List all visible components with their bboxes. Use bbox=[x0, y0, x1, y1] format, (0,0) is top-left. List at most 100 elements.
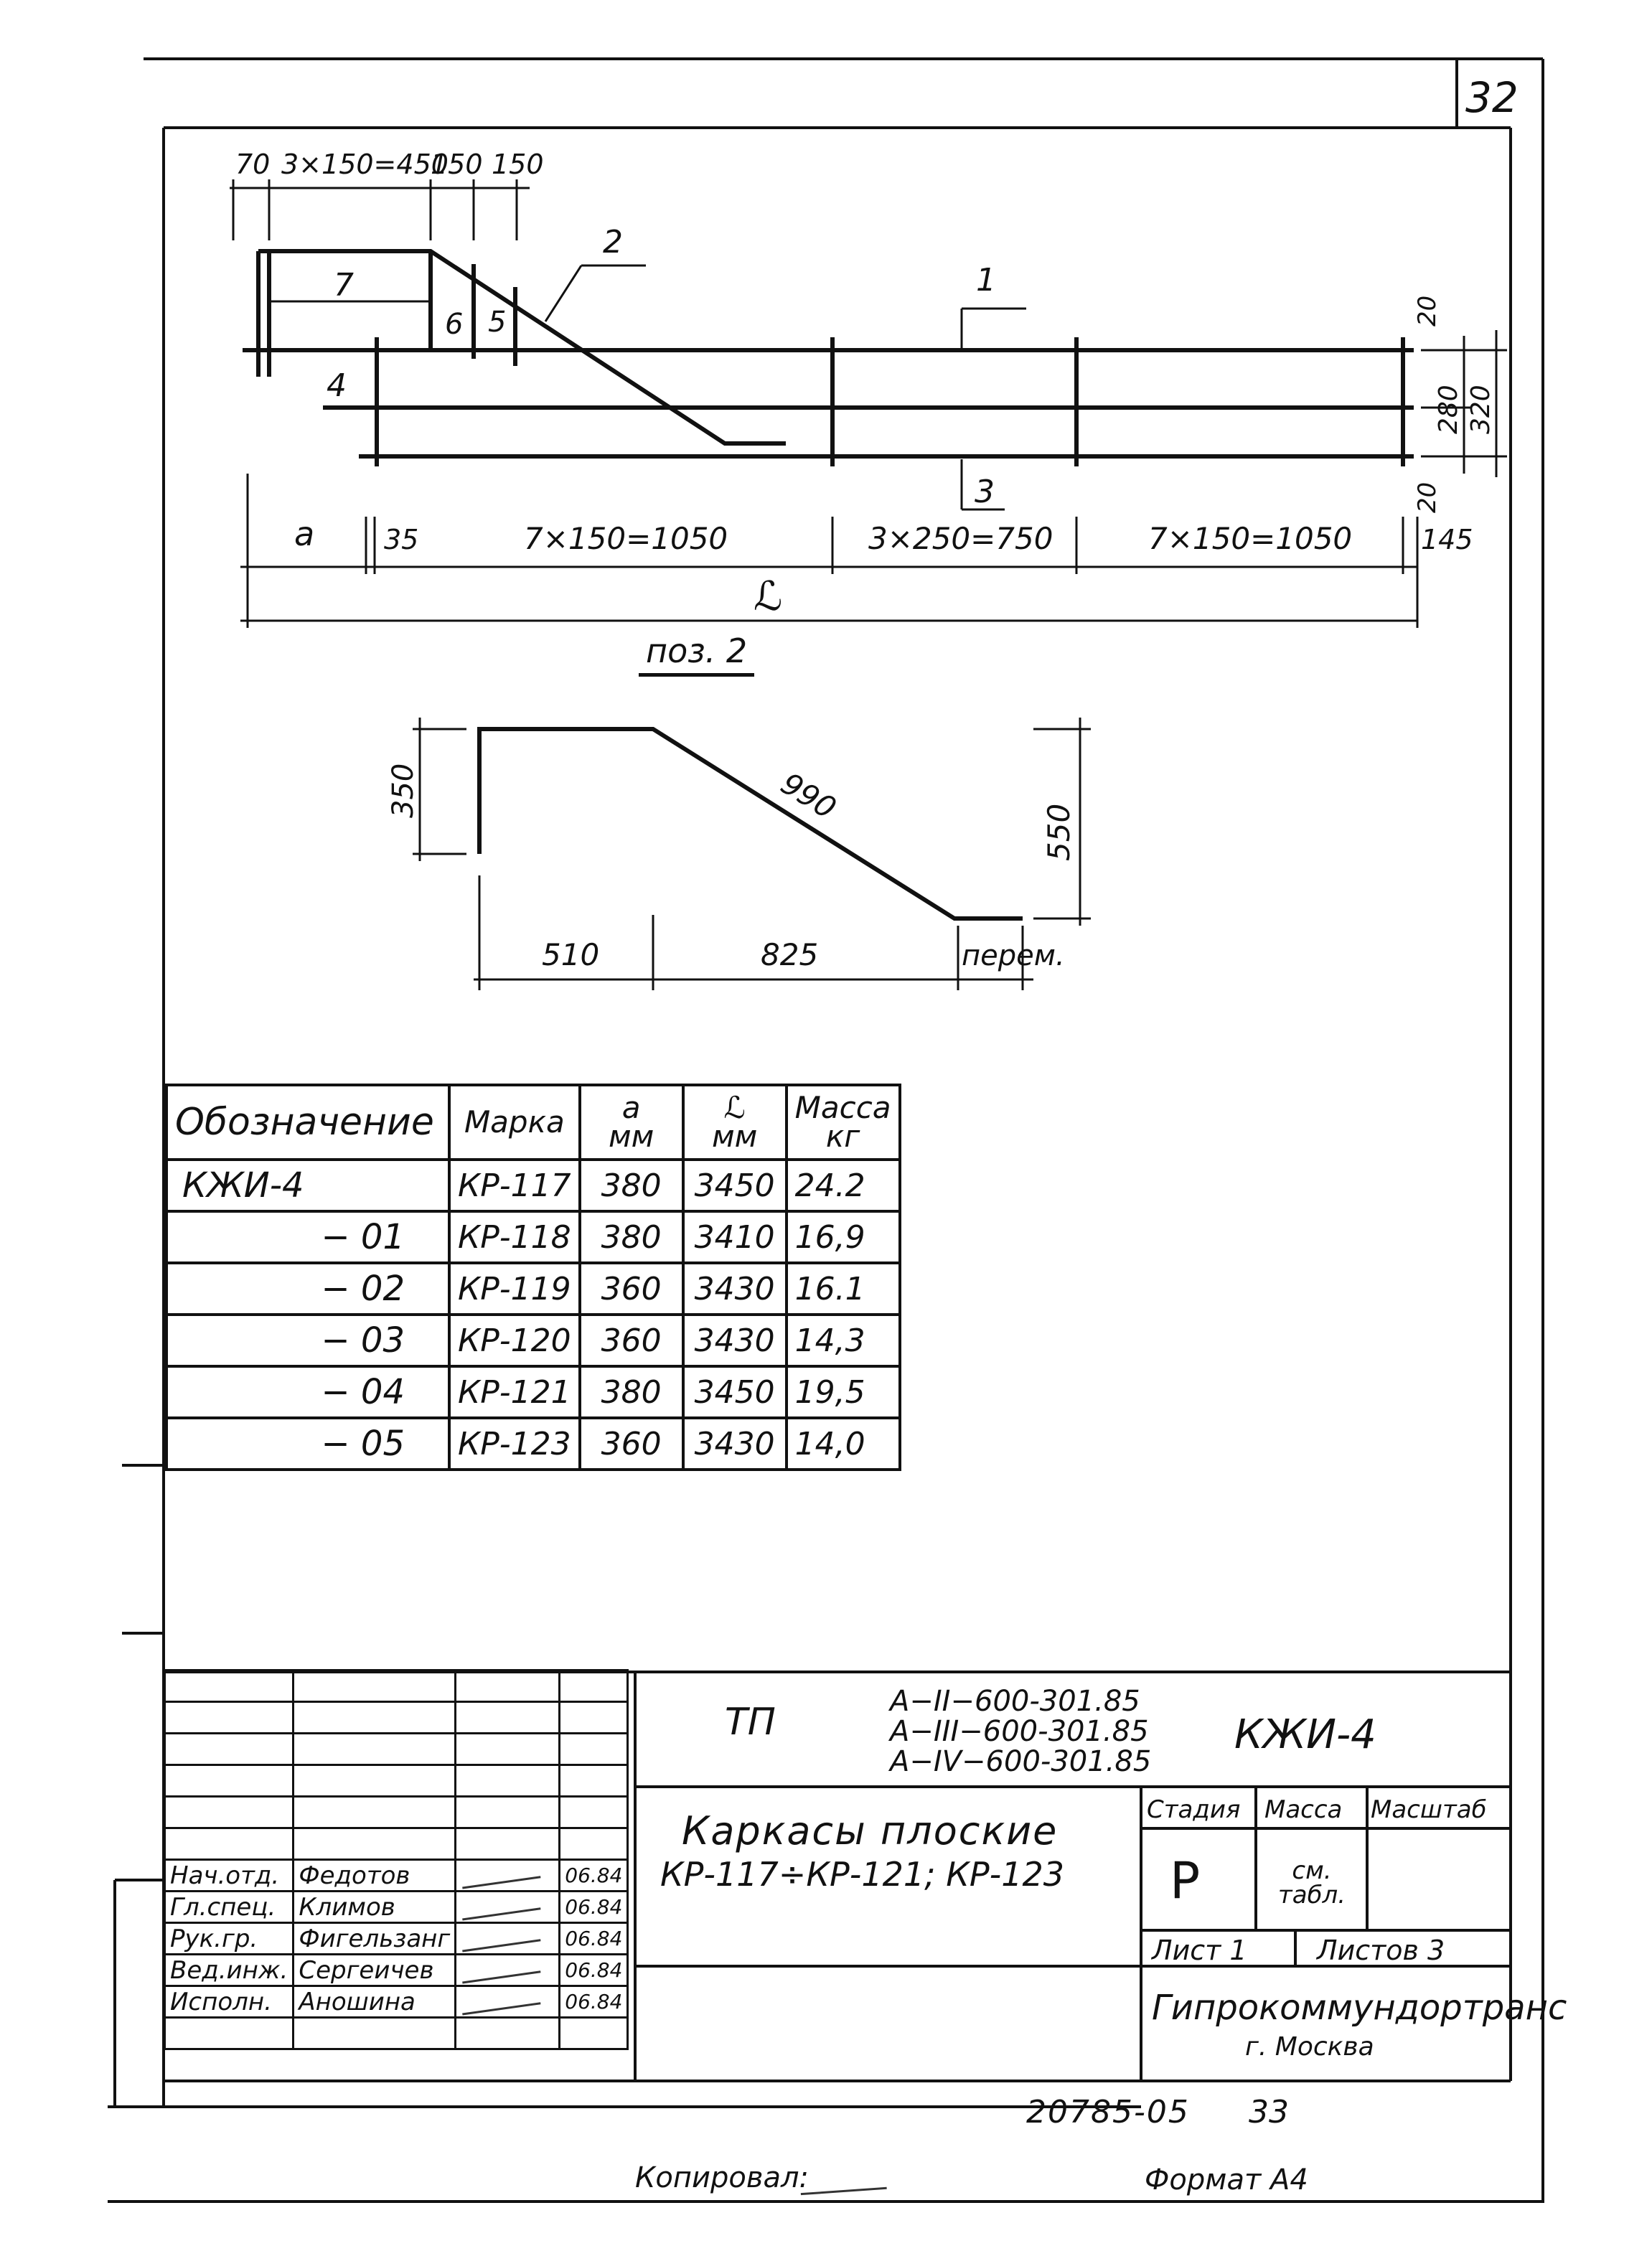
cell-mass: 16,9 bbox=[784, 1210, 901, 1264]
pos-label-1: 1 bbox=[976, 262, 996, 299]
sign-date: 06.84 bbox=[558, 1953, 629, 1987]
cell-a: 360 bbox=[578, 1416, 685, 1471]
cage-drawing: 70 3×150=450 150 150 1 2 3 4 5 6 7 20 28… bbox=[230, 149, 1507, 628]
cell-designation: − 04 bbox=[165, 1365, 451, 1419]
cell-designation: − 02 bbox=[165, 1261, 451, 1316]
cell-length: 3430 bbox=[681, 1261, 788, 1316]
doc-page: 33 bbox=[1249, 2094, 1289, 2130]
col-a: a мм bbox=[578, 1084, 685, 1161]
signature-row: Вед.инж. Сергеичев 06.84 bbox=[163, 1951, 629, 1987]
pos-label-2: 2 bbox=[603, 224, 623, 260]
cell-designation: − 01 bbox=[165, 1210, 451, 1264]
sign-role: Вед.инж. bbox=[163, 1953, 295, 1987]
cell-a: 380 bbox=[578, 1210, 685, 1264]
cell-mark: КР-119 bbox=[448, 1261, 581, 1316]
organization-city: г. Москва bbox=[1245, 2032, 1374, 2062]
col-length: ℒ мм bbox=[681, 1084, 788, 1161]
signature-mark bbox=[454, 1920, 561, 1955]
signature-mark bbox=[454, 1983, 561, 2019]
pos-label-4: 4 bbox=[327, 367, 347, 404]
tp-label: ТП bbox=[725, 1701, 776, 1744]
bottom-dim-3: 3×250=750 bbox=[868, 521, 1053, 556]
bottom-dim-2: 7×150=1050 bbox=[524, 521, 728, 556]
mass-header: Масса bbox=[1264, 1795, 1343, 1824]
bottom-dim-4: 7×150=1050 bbox=[1148, 521, 1352, 556]
sheet-corner-number: 32 bbox=[1465, 73, 1519, 122]
table-row: − 02 КР-119 360 3430 16.1 bbox=[165, 1261, 901, 1316]
pos-label-6: 6 bbox=[445, 308, 463, 341]
series-line-1: А−II−600-301.85 bbox=[890, 1685, 1140, 1718]
sheets-label: Листов 3 bbox=[1317, 1935, 1445, 1966]
stage-value: Р bbox=[1170, 1851, 1201, 1910]
bottom-dim-a: a bbox=[294, 514, 314, 553]
right-dim-2: 320 bbox=[1466, 385, 1496, 434]
table-row: − 01 КР-118 380 3410 16,9 bbox=[165, 1210, 901, 1264]
signature-row: Исполн. Аношина 06.84 bbox=[163, 1983, 629, 2019]
signature-mark bbox=[454, 1856, 561, 1892]
cell-a: 380 bbox=[578, 1365, 685, 1419]
sign-name: Аношина bbox=[292, 1985, 457, 2019]
spec-table: Обозначение Марка a мм ℒ мм Масса кг КЖИ… bbox=[165, 1084, 901, 1471]
signature-row: Рук.гр. Фигельзанг 06.84 bbox=[163, 1920, 629, 1955]
cell-mark: КР-120 bbox=[448, 1313, 581, 1368]
series-line-3: А−IV−600-301.85 bbox=[890, 1745, 1152, 1778]
pos-label-5: 5 bbox=[488, 306, 506, 339]
total-length-label: ℒ bbox=[754, 573, 782, 620]
cell-mass: 14,0 bbox=[784, 1416, 901, 1471]
cell-a: 380 bbox=[578, 1158, 685, 1213]
cell-a: 360 bbox=[578, 1261, 685, 1316]
sign-name: Федотов bbox=[292, 1859, 457, 1892]
sign-role: Исполн. bbox=[163, 1985, 295, 2019]
sheet-label: Лист 1 bbox=[1152, 1935, 1247, 1966]
cell-designation: − 03 bbox=[165, 1313, 451, 1368]
table-row: − 05 КР-123 360 3430 14,0 bbox=[165, 1416, 901, 1471]
sign-name: Фигельзанг bbox=[292, 1922, 457, 1955]
detail-dim-350: 350 bbox=[387, 763, 420, 818]
top-dim-3: 150 bbox=[492, 149, 544, 180]
cell-length: 3430 bbox=[681, 1416, 788, 1471]
cell-designation: − 05 bbox=[165, 1416, 451, 1471]
table-row: КЖИ-4 КР-117 380 3450 24.2 bbox=[165, 1158, 901, 1213]
bottom-dim-1: 35 bbox=[384, 524, 418, 555]
signature-row: Нач.отд. Федотов 06.84 bbox=[163, 1856, 629, 1892]
sign-name: Сергеичев bbox=[292, 1953, 457, 1987]
series-line-2: А−III−600-301.85 bbox=[890, 1715, 1149, 1748]
cell-length: 3450 bbox=[681, 1158, 788, 1213]
sign-date: 06.84 bbox=[558, 1922, 629, 1955]
cell-mark: КР-117 bbox=[448, 1158, 581, 1213]
organization-name: Гипрокоммундортранс bbox=[1152, 1988, 1567, 2028]
col-mark: Марка bbox=[448, 1084, 581, 1161]
detail-title: поз. 2 bbox=[639, 631, 755, 677]
signatures-table: Нач.отд. Федотов 06.84 Гл.спец. Климов 0… bbox=[163, 1669, 629, 2050]
pos-label-7: 7 bbox=[334, 267, 354, 304]
cell-length: 3410 bbox=[681, 1210, 788, 1264]
copied-by: Копировал: bbox=[635, 2161, 809, 2194]
cell-length: 3430 bbox=[681, 1313, 788, 1368]
cell-mark: КР-123 bbox=[448, 1416, 581, 1471]
top-dim-2: 150 bbox=[431, 149, 483, 180]
signature-row: Гл.спец. Климов 06.84 bbox=[163, 1888, 629, 1924]
right-dim-3: 20 bbox=[1413, 482, 1442, 513]
spec-table-header: Обозначение Марка a мм ℒ мм Масса кг bbox=[165, 1084, 901, 1161]
drawing-code: КЖИ-4 bbox=[1234, 1711, 1376, 1758]
drawing-name-line-2: КР-117÷КР-121; КР-123 bbox=[660, 1855, 1065, 1894]
drawing-name-line-1: Каркасы плоские bbox=[682, 1808, 1059, 1853]
sign-role: Рук.гр. bbox=[163, 1922, 295, 1955]
table-row: − 04 КР-121 380 3450 19,5 bbox=[165, 1365, 901, 1419]
top-dim-0: 70 bbox=[235, 149, 270, 180]
cell-mark: КР-121 bbox=[448, 1365, 581, 1419]
bottom-dim-5: 145 bbox=[1421, 524, 1473, 555]
signature-mark bbox=[454, 1888, 561, 1924]
detail-drawing: 350 990 550 510 825 перем. bbox=[387, 718, 1091, 990]
detail-dim-510: 510 bbox=[542, 937, 599, 972]
right-dim-1: 280 bbox=[1434, 385, 1463, 434]
pos-label-3: 3 bbox=[975, 474, 995, 510]
sign-date: 06.84 bbox=[558, 1890, 629, 1924]
cell-mass: 14,3 bbox=[784, 1313, 901, 1368]
detail-dim-550: 550 bbox=[1041, 804, 1076, 861]
table-row: − 03 КР-120 360 3430 14,3 bbox=[165, 1313, 901, 1368]
bent-bar bbox=[258, 249, 786, 446]
scale-header: Масштаб bbox=[1371, 1795, 1487, 1824]
sign-name: Климов bbox=[292, 1890, 457, 1924]
